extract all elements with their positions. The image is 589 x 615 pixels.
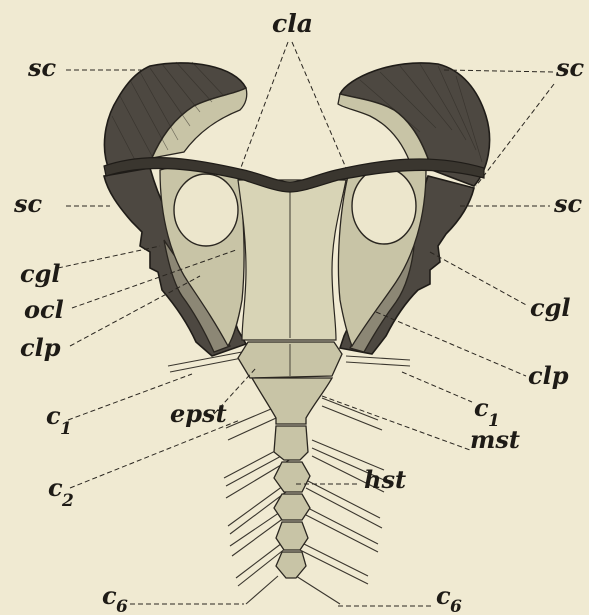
label-sc-mid-right: sc	[553, 189, 583, 218]
omosternum	[238, 180, 346, 340]
label-hst: hst	[364, 465, 406, 494]
label-c1-right: c	[474, 393, 489, 422]
label-clp-right: clp	[528, 361, 569, 390]
label-epst: epst	[170, 399, 227, 428]
label-c1-left-sub: 1	[60, 419, 72, 439]
right-foramen	[352, 168, 416, 244]
label-clp-left: clp	[20, 333, 61, 362]
label-sc-top-left: sc	[27, 53, 57, 82]
left-scapula	[104, 62, 246, 172]
label-c6-left: c	[102, 581, 117, 610]
left-foramen	[174, 174, 238, 246]
label-ocl: ocl	[24, 295, 64, 324]
label-c2-sub: 2	[61, 491, 74, 511]
girdle-drawing	[104, 62, 490, 604]
episternum-plate	[238, 342, 342, 378]
label-c2: c	[48, 473, 63, 502]
label-c1-left: c	[46, 401, 61, 430]
label-cgl-left: cgl	[20, 259, 61, 288]
label-c6-right: c	[436, 581, 451, 610]
label-mst: mst	[470, 425, 520, 454]
hyposternum	[274, 426, 310, 578]
label-c6-left-sub: 6	[116, 597, 128, 615]
label-c6-right-sub: 6	[450, 597, 462, 615]
label-cla: cla	[272, 9, 313, 38]
mesosternum	[252, 378, 332, 424]
label-cgl-right: cgl	[530, 293, 571, 322]
label-sc-top-right: sc	[555, 53, 585, 82]
label-sc-mid-left: sc	[13, 189, 43, 218]
